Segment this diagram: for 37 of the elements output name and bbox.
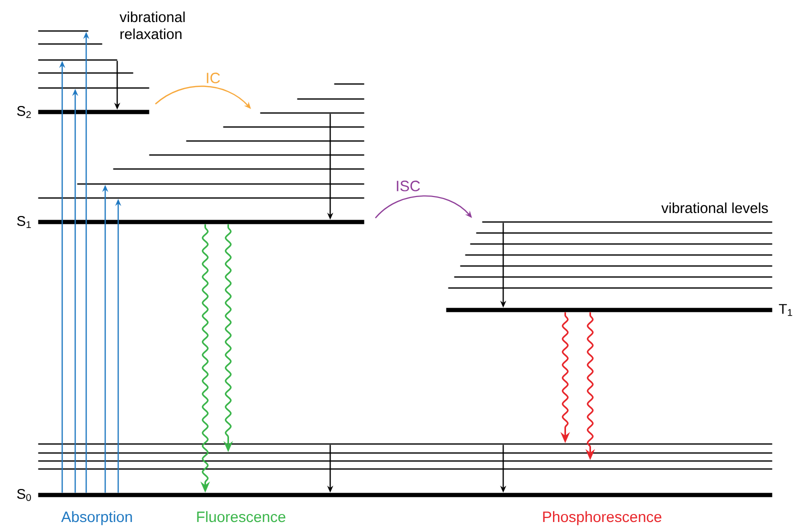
process-label: Fluorescence (197, 511, 286, 522)
edge-label: ISC (396, 180, 420, 192)
curved-arrow (374, 195, 472, 218)
energy-level-line (38, 59, 118, 61)
energy-level-line (297, 98, 364, 100)
process-label: Phosphorescence (543, 511, 662, 526)
energy-level-line (454, 276, 772, 278)
energy-level-line (77, 183, 364, 185)
energy-level-line (38, 468, 772, 470)
energy-level-line (482, 221, 772, 223)
edge-label: IC (206, 72, 220, 84)
energy-level-line (38, 72, 134, 74)
process-label: vibrational relaxation (120, 12, 185, 40)
energy-level-line (460, 265, 772, 267)
level-label: T$_{1}$ (778, 304, 792, 316)
energy-level-line (186, 140, 364, 142)
energy-level-line (448, 287, 772, 289)
energy-level-line (38, 43, 102, 45)
annotation-label: vibrational levels (661, 202, 768, 214)
energy-level-line (334, 83, 364, 85)
energy-level-line (113, 168, 364, 170)
energy-level-line (223, 126, 364, 128)
level-label: S$_{1}$ (17, 216, 31, 228)
energy-level-line (149, 154, 364, 156)
energy-level-line (38, 460, 772, 462)
energy-level-line (465, 254, 772, 256)
energy-level-line (476, 232, 772, 234)
level-label: S$_{0}$ (17, 488, 31, 502)
energy-level-line (38, 197, 364, 199)
energy-level-line (38, 452, 772, 454)
energy-level-line (260, 112, 364, 114)
energy-level-line (38, 30, 88, 32)
process-label: Absorption (61, 511, 132, 526)
energy-level-line (470, 243, 772, 245)
energy-level-line (38, 87, 150, 89)
level-label: S$_{2}$ (17, 106, 31, 118)
energy-level-line (38, 443, 772, 445)
